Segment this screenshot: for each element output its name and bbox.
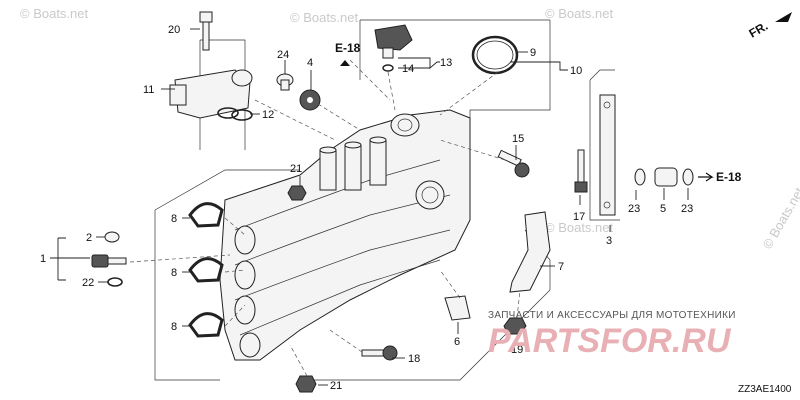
reference-e18-top: E-18 [335,41,361,55]
o-ring-9 [471,35,519,75]
callout-23: 23 [628,203,640,215]
grommet-24 [276,73,294,91]
nut-21 [295,375,317,393]
frame-line [589,80,620,221]
callout-5: 5 [660,203,666,215]
frame-line [469,20,551,125]
callout-19: 19 [511,344,523,356]
nut-21 [287,185,307,201]
callout-22: 22 [82,277,94,289]
callout-13: 13 [440,57,452,69]
o-ring-22 [107,277,123,287]
callout-21: 21 [330,380,342,392]
bracket-3 [599,94,616,216]
watermark: © Boats.net [760,185,800,252]
o-ring-14 [382,64,394,72]
shop-logo: PARTSFOR.RU [488,322,732,360]
watermark: © Boats.net [290,10,359,25]
leader-lines [50,28,689,386]
fitting-5 [654,167,678,187]
callout-18: 18 [408,353,420,365]
callout-7: 7 [558,261,564,273]
callout-23: 23 [681,203,693,215]
iac-valve-11 [169,69,253,119]
insulator-8 [188,257,224,283]
map-sensor-13 [374,24,413,59]
callout-8: 8 [171,267,177,279]
gear-4 [299,89,321,111]
frame-line [154,210,220,381]
bolt-15 [497,149,530,178]
washer-2 [104,231,120,243]
nut-19 [503,317,527,335]
callout-6: 6 [454,336,460,348]
shop-title: ЗАПЧАСТИ И АКСЕССУАРЫ ДЛЯ МОТОТЕХНИКИ [488,310,736,321]
washer-23 [682,168,694,186]
arrow-icon [698,172,714,182]
callout-17: 17 [573,211,585,223]
bolt-18 [361,345,398,361]
callout-21: 21 [290,163,302,175]
watermark: © Boats.net [545,6,614,21]
watermark: © Boats.net [545,220,614,235]
callout-11: 11 [143,84,154,96]
callout-4: 4 [307,57,313,69]
callout-8: 8 [171,321,177,333]
bolt-20 [199,11,213,51]
o-rings-12 [217,107,253,121]
reference-e18-right: E-18 [716,170,742,184]
watermark: © Boats.net [20,6,89,21]
front-arrow-icon: FR. [747,12,792,41]
frame-line [200,39,246,150]
callout-10: 10 [570,65,582,77]
frame-line [589,69,615,81]
bolt-17 [574,149,588,193]
frame-line [154,169,300,211]
callout-8: 8 [171,213,177,225]
callout-15: 15 [512,133,524,145]
callout-1: 1 [40,253,46,265]
callout-9: 9 [530,47,536,59]
diagram-code: ZZ3AE1400 [738,384,792,395]
callout-12: 12 [262,109,274,121]
sensor-1 [91,254,127,268]
arrow-icon [340,60,350,66]
stay-7 [509,211,551,293]
insulator-8 [188,312,224,338]
callout-20: 20 [168,24,180,36]
callout-14: 14 [402,63,414,75]
washer-23 [634,168,646,186]
callout-3: 3 [606,235,612,247]
insulator-8 [188,202,224,228]
intake-manifold [219,109,471,361]
svg-text:FR.: FR. [747,19,771,41]
callout-2: 2 [86,232,92,244]
callout-24: 24 [277,49,289,61]
damper-6 [444,295,471,321]
